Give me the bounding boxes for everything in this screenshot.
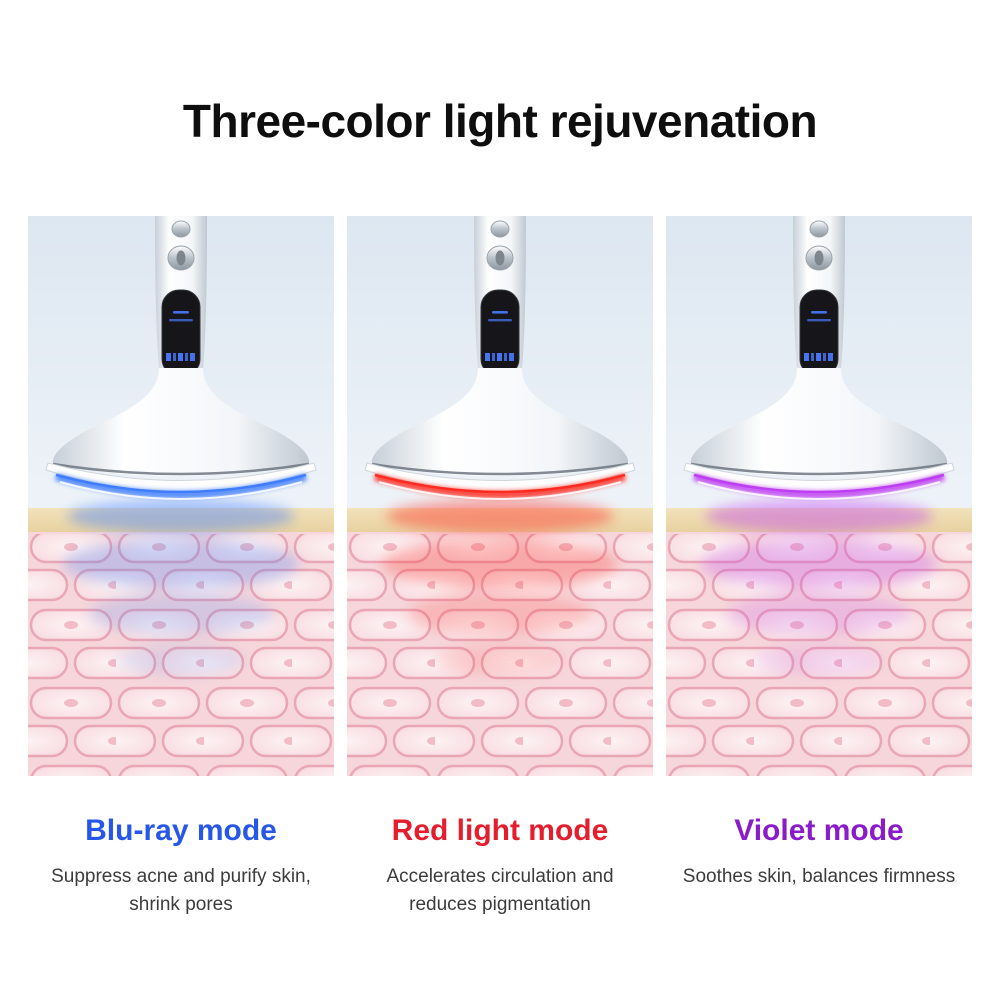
light-glow — [63, 499, 299, 676]
device-skin-figure — [347, 216, 653, 776]
device-skin-figure — [28, 216, 334, 776]
top-button — [809, 220, 829, 238]
top-button — [490, 220, 510, 238]
mode-description-blue: Suppress acne and purify skin, shrink po… — [51, 866, 311, 915]
screen-indicators — [804, 311, 833, 361]
mode-panels: Blu-ray mode Suppress acne and purify sk… — [0, 216, 1000, 918]
device-screen — [161, 289, 201, 377]
screen-indicators — [485, 311, 514, 361]
device-skin-figure — [666, 216, 972, 776]
light-arc — [55, 473, 307, 498]
screen-indicators — [166, 311, 195, 361]
device — [364, 216, 636, 500]
mode-label-violet: Violet mode — [734, 814, 904, 847]
panel-violet-mode: Violet mode Soothes skin, balances firmn… — [666, 216, 972, 918]
mode-label-blue: Blu-ray mode — [85, 814, 277, 847]
page-title: Three-color light rejuvenation — [182, 95, 818, 147]
top-button — [171, 220, 191, 238]
device-screen — [799, 289, 839, 377]
light-arc — [374, 473, 626, 498]
panel-blue-mode: Blu-ray mode Suppress acne and purify sk… — [28, 216, 334, 918]
figure-blue-mode — [28, 216, 334, 776]
panel-red-mode: Red light mode Accelerates circulation a… — [347, 216, 653, 918]
figure-violet-mode — [666, 216, 972, 776]
mode-label-red: Red light mode — [391, 814, 609, 847]
mode-description-red: Accelerates circulation and reduces pigm… — [386, 866, 614, 915]
figure-red-mode — [347, 216, 653, 776]
device — [683, 216, 955, 500]
light-glow — [382, 499, 618, 676]
mode-description-violet: Soothes skin, balances firmness — [682, 866, 956, 887]
device — [45, 216, 317, 500]
light-glow — [701, 499, 937, 676]
light-arc — [693, 473, 945, 498]
device-screen — [480, 289, 520, 377]
